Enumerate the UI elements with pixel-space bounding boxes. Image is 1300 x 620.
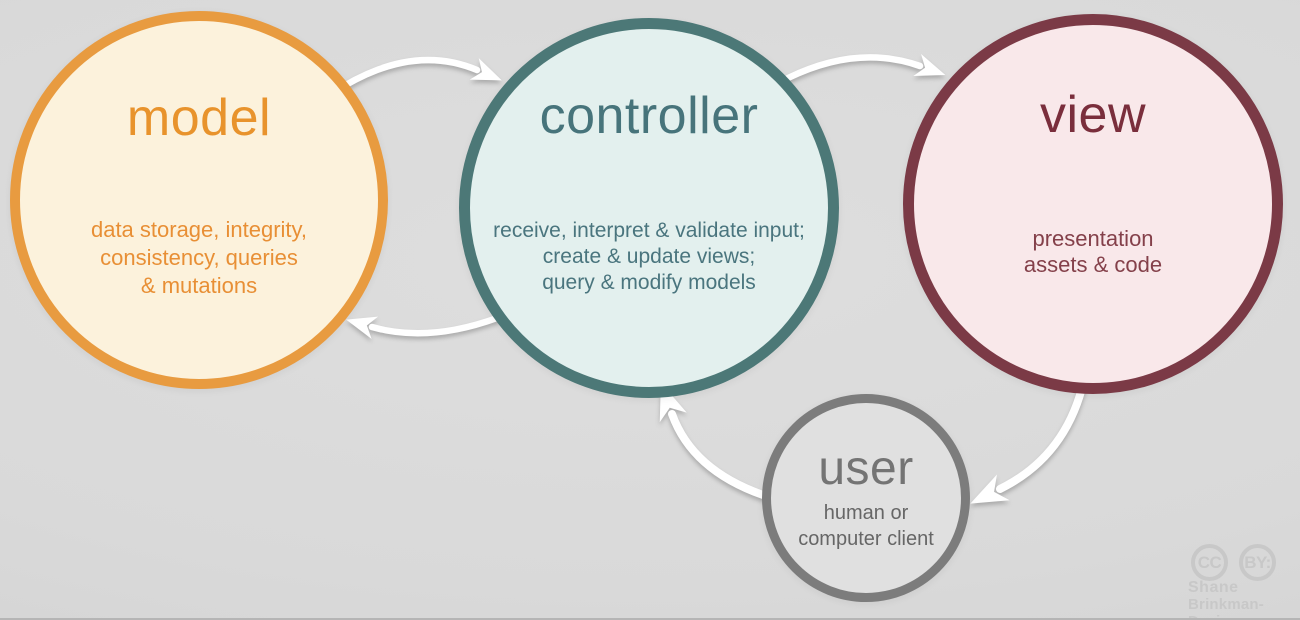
model-description: data storage, integrity, consistency, qu… [20, 216, 378, 300]
model-description-line-1: data storage, integrity, [90, 217, 308, 242]
user-title: user [818, 442, 914, 495]
view-description: presentation assets & code [914, 226, 1272, 278]
model-description-line-3: & mutations [140, 273, 258, 298]
model-title: model [126, 89, 272, 147]
view-description-line-1: presentation [1032, 226, 1154, 251]
cc-by-license-icon: BY: [1239, 544, 1276, 581]
cc-license-icon: CC [1191, 544, 1228, 581]
model-description-line-2: consistency, queries [100, 245, 298, 270]
attribution-author-first-name: Shane [1188, 579, 1239, 596]
controller-description-line-3: query & modify models [542, 271, 756, 294]
user-description-line-1: human or [823, 502, 909, 524]
view-description-line-2: assets & code [1023, 252, 1163, 277]
controller-description-line-2: create & update views; [542, 245, 756, 268]
controller-node: controller receive, interpret & validate… [459, 18, 839, 398]
arrow-model-to-controller [340, 56, 502, 90]
controller-description-line-1: receive, interpret & validate input; [493, 219, 805, 242]
arrow-controller-to-model [346, 314, 501, 340]
attribution-author-last-name: Brinkman-Davis [1188, 596, 1264, 618]
view-node: view presentation assets & code [903, 14, 1283, 394]
user-description-line-2: computer client [798, 528, 934, 550]
controller-description: receive, interpret & validate input; cre… [470, 218, 828, 296]
arrow-controller-to-view [784, 54, 946, 82]
arrow-user-to-controller [659, 382, 767, 499]
arrow-view-to-user [970, 384, 1086, 504]
user-node: user human or computer client [762, 394, 970, 602]
user-description: human or computer client [771, 500, 961, 552]
view-title: view [1039, 86, 1147, 144]
model-node: model data storage, integrity, consisten… [10, 11, 388, 389]
controller-title: controller [539, 87, 759, 145]
